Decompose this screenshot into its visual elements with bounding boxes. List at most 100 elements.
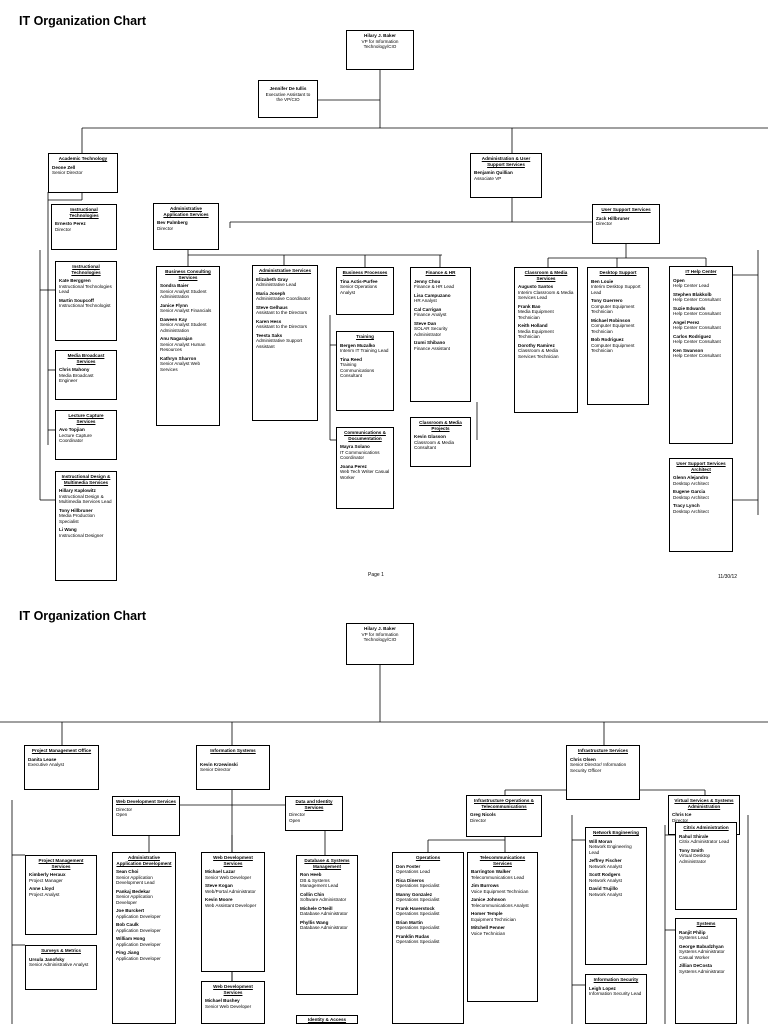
- person-role: Director: [157, 225, 174, 231]
- instructional-technologies-role: Director: [55, 226, 72, 232]
- team-title: Instructional Design & Multimedia Servic…: [61, 474, 111, 485]
- academic-technology-box: Academic Technology Deone Zell Senior Di…: [48, 153, 118, 193]
- team-title: Information Systems: [210, 748, 256, 753]
- person-role: Finance & HR Lead: [414, 284, 455, 289]
- person-name: Stephen Blakkolb: [673, 291, 712, 297]
- vp-name: Hilary J. Baker: [364, 626, 396, 631]
- team-title: Infrastructure Services: [577, 748, 629, 753]
- team-title: Web Development Services: [116, 799, 176, 804]
- assistant-name: Jennifer De Iullis: [269, 86, 307, 91]
- person-role: Associate VP: [474, 175, 502, 181]
- person-role: Director: [470, 817, 487, 823]
- communications-box: Communications & Documentation Mayra Sol…: [336, 427, 394, 509]
- person-name: Avo Topjian: [59, 427, 85, 432]
- person-role: Media Equipment Technician: [518, 328, 554, 340]
- person-role: Telecommunications Analyst: [471, 902, 529, 908]
- academic-technology-role: Senior Director: [52, 170, 83, 175]
- person-role: Operations Specialist: [396, 939, 440, 944]
- person-name: Jenny Chou: [414, 278, 441, 284]
- person-name: Tony Smith: [679, 847, 704, 853]
- person-role: Director: [672, 817, 689, 823]
- team-title: Desktop Support: [599, 270, 637, 275]
- person-name: Barrington Walker: [471, 869, 511, 874]
- assistant-box: Jennifer De Iullis Executive Assistant t…: [258, 80, 318, 118]
- team-title: Business Consulting Services: [165, 269, 211, 280]
- person-role: Operations Specialist: [396, 911, 440, 916]
- person-role: Help Center Lead: [673, 283, 710, 288]
- person-role: Media Equipment Technician: [518, 309, 554, 320]
- person-role: Voice Equipment Technician: [471, 888, 529, 894]
- person-role: Web/Portal Administrator: [205, 888, 256, 894]
- person-name: Open: [673, 277, 685, 283]
- person-name: Augusto Santos: [518, 284, 554, 289]
- infrastructure-services-box: Infrastructure Services Chris Olsen Seni…: [566, 745, 640, 800]
- person-name: Ursula Janofsky: [29, 956, 65, 962]
- person-role: Interim Classroom & Media Services Lead: [518, 289, 574, 301]
- person-name: Anne Lloyd: [29, 886, 55, 891]
- person-role: Senior Analyst Web Services: [160, 361, 201, 372]
- team-title: Business Processes: [342, 270, 388, 275]
- person-name: Mayra Solano: [340, 444, 370, 449]
- person-role: Systems Administrator: [679, 968, 725, 974]
- person-role: Administrative Lead: [256, 282, 297, 287]
- classroom-media-services-box: Classroom & Media Services Augusto Santo…: [514, 267, 578, 413]
- person-name: Elizabeth Gray: [256, 276, 288, 282]
- person-name: Franklin Rudas: [396, 933, 430, 939]
- person-name: Jeffrey Fischer: [589, 858, 622, 863]
- person-role: Interim Desktop Support Lead: [591, 284, 641, 295]
- person-role: Instructional Designer: [59, 532, 104, 538]
- person-role: Systems Lead: [679, 935, 709, 940]
- person-name: Ken Swanson: [673, 347, 704, 353]
- team-title: Database & Systems Management: [304, 858, 350, 869]
- project-management-services-box: Project Management Services Kimberly Her…: [25, 855, 97, 935]
- person-name: Zack Hillbruner: [596, 215, 630, 221]
- person-role: DB & Systems Management Lead: [300, 877, 339, 889]
- person-role: Network Analyst: [589, 891, 622, 897]
- person-name: Steve Gelhaus: [256, 304, 288, 310]
- person-name: Bob Rodriguez: [591, 337, 624, 342]
- person-role: Citrix Administrator Lead: [679, 839, 730, 844]
- person-role: Training Communications Consultant: [340, 362, 375, 378]
- person-name: Kevin Glasson: [414, 434, 446, 439]
- team-title: Telecommunications Services: [479, 855, 526, 866]
- identity-access-box: Identity & Access: [296, 1015, 358, 1024]
- person-name: Glenn Alejandro: [673, 475, 709, 480]
- infrastructure-operations-box: Infrastructure Operations & Telecommunic…: [466, 795, 542, 837]
- person-role: Executive Analyst: [28, 762, 65, 767]
- vp-name: Hilary J. Baker: [364, 33, 396, 38]
- person-role: Classroom & Media Services Technician: [518, 348, 559, 359]
- person-name: Dorothy Ramirez: [518, 342, 555, 348]
- person-name: Izumi Shibano: [414, 340, 446, 345]
- team-title: Administration & User Support Services: [481, 156, 531, 167]
- person-role: Help Center Consultant: [673, 353, 721, 358]
- person-name: Kate Berggren: [59, 278, 91, 283]
- person-name: Greg Nicols: [470, 812, 496, 817]
